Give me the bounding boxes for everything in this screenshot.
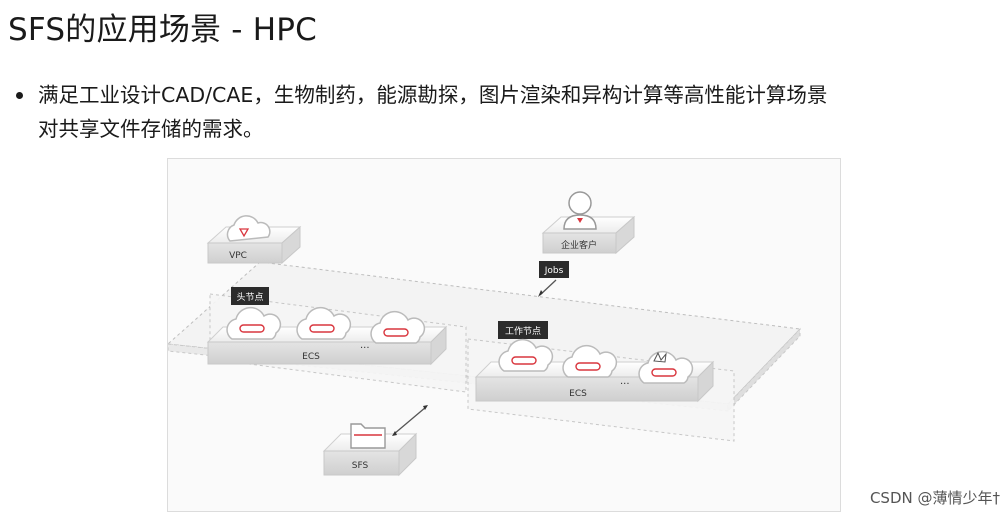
server-cloud-icon xyxy=(370,310,426,344)
hpc-diagram-svg: VPC 企业客户 Jobs 头节点 xyxy=(168,191,802,477)
sfs-connector xyxy=(392,405,428,436)
user-icon xyxy=(563,191,597,230)
work-node-label: 工作节点 xyxy=(505,325,541,337)
server-cloud-icon xyxy=(226,306,282,340)
vpc-cloud-icon xyxy=(226,215,271,242)
jobs-connector: Jobs xyxy=(538,261,569,297)
ecs-right-label: ECS xyxy=(569,389,587,399)
server-cloud-icon xyxy=(498,338,554,372)
jobs-label: Jobs xyxy=(544,266,564,276)
head-node-label: 头节点 xyxy=(236,292,263,303)
hpc-diagram: VPC 企业客户 Jobs 头节点 xyxy=(167,158,841,512)
sfs-label: SFS xyxy=(352,461,369,471)
bullet-dot xyxy=(16,92,23,99)
vpc-label: VPC xyxy=(229,251,247,261)
slide-title: SFS的应用场景 - HPC xyxy=(8,12,317,48)
vpc-box: VPC xyxy=(206,215,302,265)
server-cloud-icon xyxy=(562,344,618,378)
folder-icon xyxy=(350,423,386,449)
sfs-box: SFS xyxy=(322,423,418,477)
enterprise-label: 企业客户 xyxy=(561,239,597,251)
bullet-line-2: 对共享文件存储的需求。 xyxy=(38,117,264,141)
head-node-tag: 头节点 xyxy=(231,287,269,305)
ecs-left-label: ECS xyxy=(302,352,320,362)
bullet-line-1: 满足工业设计CAD/CAE，生物制药，能源勘探，图片渲染和异构计算等高性能计算场… xyxy=(38,83,828,107)
server-cloud-icon xyxy=(296,306,352,340)
ellipsis: ··· xyxy=(360,343,370,354)
enterprise-client-box: 企业客户 xyxy=(541,191,636,255)
work-node-tag: 工作节点 xyxy=(498,321,548,339)
bullet-item: 满足工业设计CAD/CAE，生物制药，能源勘探，图片渲染和异构计算等高性能计算场… xyxy=(38,78,1008,146)
server-cloud-icon xyxy=(638,350,694,384)
watermark: CSDN @薄情少年† xyxy=(869,489,1000,507)
ellipsis: ··· xyxy=(620,379,630,390)
